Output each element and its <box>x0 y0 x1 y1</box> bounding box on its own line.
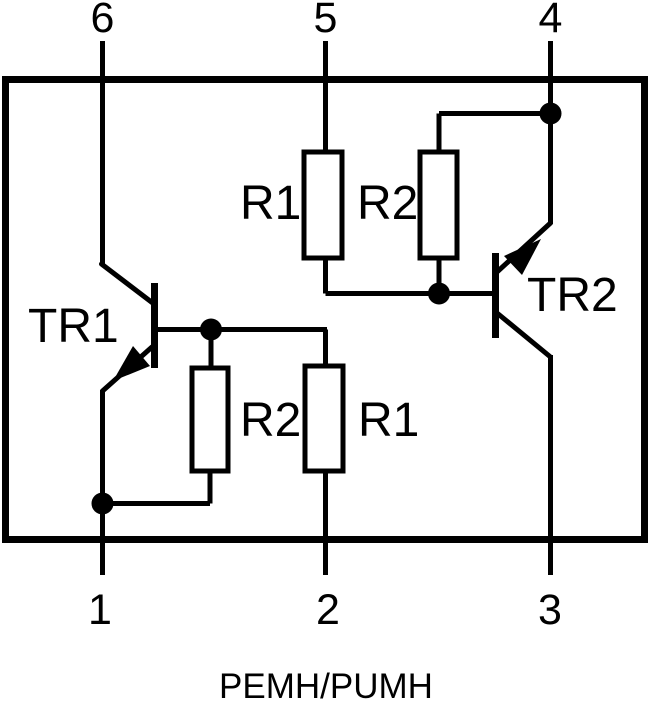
tr2-label: TR2 <box>527 269 618 322</box>
junction-dot-pin4 <box>539 102 562 125</box>
tr1-r2-resistor-body <box>189 365 231 474</box>
tr1-base-bar <box>151 283 158 368</box>
pin6-label: 6 <box>91 0 115 42</box>
tr2-emitter-arrow-icon <box>504 239 541 275</box>
tr1-collector-wire <box>99 261 157 307</box>
tr2-r1-resistor-body <box>301 149 345 261</box>
pin3-label: 3 <box>538 586 562 634</box>
tr1-label: TR1 <box>28 300 119 353</box>
tr2-r2-resistor-body <box>417 149 460 261</box>
tr2-collector-wire <box>494 310 553 360</box>
tr2-r2-label: R2 <box>357 177 418 230</box>
pin5-label: 5 <box>314 0 338 42</box>
junction-dot-pin1 <box>91 492 114 515</box>
junction-dot-tr2-base <box>428 282 450 305</box>
device-caption: PEMH/PUMH <box>219 667 433 705</box>
tr1-r1-resistor-body <box>302 363 346 474</box>
tr2-r1-label: R1 <box>240 177 301 230</box>
junction-dot-tr1-base <box>200 318 222 341</box>
tr2-base-bar <box>492 253 499 338</box>
pin4-label: 4 <box>539 0 563 42</box>
tr1-r1-label: R1 <box>358 394 419 447</box>
tr1-emitter-arrow-icon <box>113 346 150 381</box>
pin1-label: 1 <box>88 586 112 634</box>
tr1-r2-label: R2 <box>240 394 301 447</box>
pin2-label: 2 <box>316 586 340 634</box>
